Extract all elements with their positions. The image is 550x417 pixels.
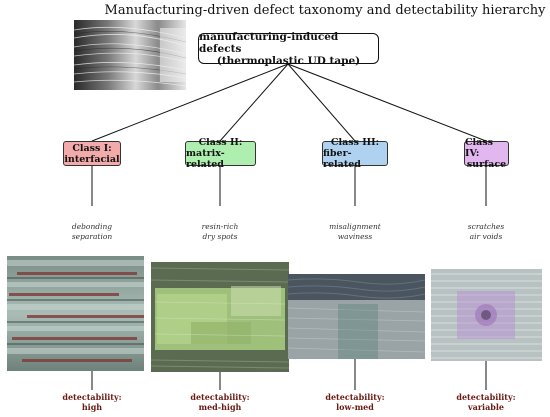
class-iv-detectability: detectability: variable (456, 392, 516, 412)
class-iii-node: Class III: fiber-related (322, 137, 388, 170)
class-ii-node: Class II: matrix-related (185, 137, 256, 170)
root-node-line2: (thermoplastic UD tape) (216, 54, 361, 67)
class-ii-detectability: detectability: med-high (190, 392, 250, 412)
class-iii-detectability: detectability: low-med (325, 392, 385, 412)
class-iii-examples: misalignment waviness (329, 222, 381, 241)
class-i-name: interfacial (64, 153, 120, 165)
class-iv-name: surface (466, 159, 507, 170)
class-i-label: Class I: (72, 142, 112, 154)
class-i-sample-photo (7, 256, 144, 371)
class-iii-label: Class III: (330, 137, 380, 148)
class-iii-sample-photo (288, 274, 425, 359)
class-i-node: Class I: interfacial (63, 141, 121, 166)
tape-spool-photo (74, 20, 186, 90)
class-i-detectability: detectability: high (62, 392, 122, 412)
class-iv-label: Class IV: (465, 137, 494, 159)
class-ii-sample-photo (151, 262, 289, 372)
root-node-line1: manufacturing-induced defects (199, 30, 339, 55)
class-iv-sample-photo (431, 269, 542, 361)
class-ii-examples: resin-rich dry spots (201, 222, 239, 241)
class-iii-name: fiber-related (323, 148, 361, 170)
root-node: manufacturing-induced defects (thermopla… (198, 30, 379, 67)
class-ii-label: Class II: (198, 137, 243, 148)
class-iv-node: Class IV: surface (464, 137, 509, 170)
class-iv-examples: scratches air voids (467, 222, 505, 241)
diagram-title: Manufacturing-driven defect taxonomy and… (104, 3, 546, 18)
class-ii-name: matrix-related (186, 148, 225, 170)
class-i-examples: debonding separation (71, 222, 113, 241)
